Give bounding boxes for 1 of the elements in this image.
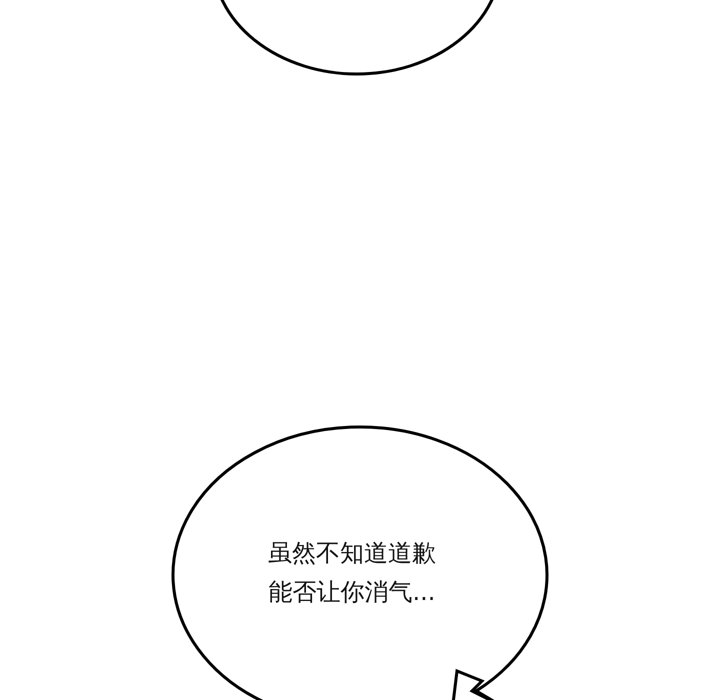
dialogue-text: 虽然不知道道歉能否让你消气... <box>267 538 437 608</box>
